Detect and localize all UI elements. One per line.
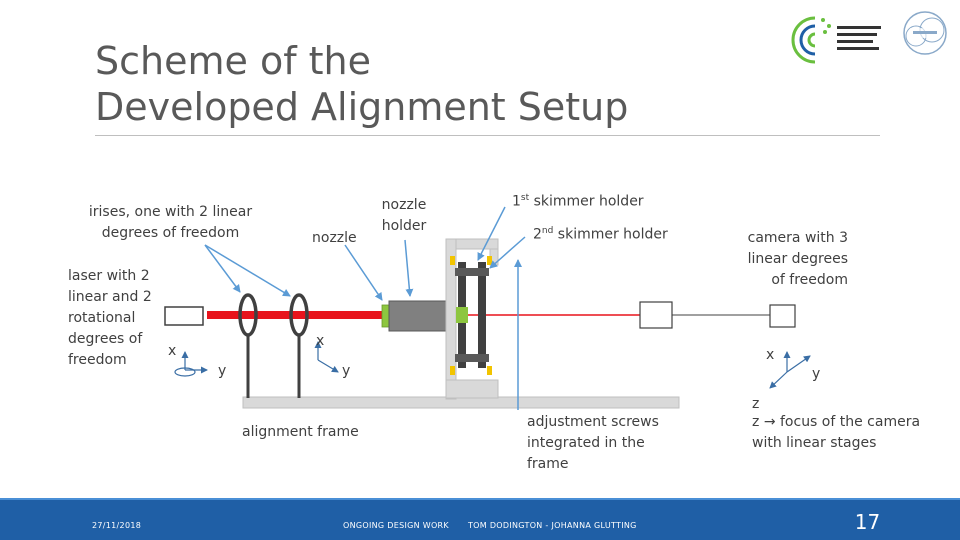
skimmer1-label: 1st skimmer holder	[512, 193, 644, 210]
axis-x-camera: x	[766, 347, 775, 363]
camera-label: camera with 3 linear degrees of freedom	[747, 230, 848, 288]
slide-title-line1: Scheme of the	[95, 39, 372, 83]
laser-beam-thick	[207, 311, 382, 319]
skimmer2-label: 2nd skimmer holder	[533, 226, 668, 243]
axis-x-laser: x	[168, 343, 177, 359]
axes-iris	[314, 341, 339, 373]
irises-label: irises, one with 2 linear degrees of fre…	[88, 204, 253, 241]
adjustment-screws-label: adjustment screws integrated in the fram…	[527, 414, 659, 472]
axis-y-iris: y	[342, 363, 351, 379]
nozzle-holder-label: nozzle holder	[381, 197, 427, 234]
footer-date: 27/11/2018	[92, 521, 142, 530]
axis-y-laser: y	[218, 363, 227, 379]
callout-arrows	[204, 206, 526, 410]
hochschule-logo-icon	[785, 8, 893, 68]
page-number: 17	[854, 510, 881, 534]
skimmer-plate-2	[478, 262, 486, 368]
axes-camera	[769, 351, 811, 389]
alignment-frame	[242, 396, 680, 409]
arrow-right-icon: →	[763, 414, 776, 430]
footer-accent	[0, 498, 960, 501]
z-axis-label: z	[752, 396, 760, 412]
camera-body	[639, 301, 673, 329]
slide-title: Scheme of the Developed Alignment Setup	[95, 38, 628, 130]
nozzle-label: nozzle	[312, 230, 357, 246]
axes-laser	[174, 351, 208, 377]
laser-label: laser with 2 linear and 2 rotational deg…	[68, 268, 152, 368]
footer-center: ONGOING DESIGN WORK	[343, 521, 449, 530]
alignment-frame-label: alignment frame	[242, 424, 359, 440]
laser-box	[164, 306, 204, 326]
title-divider	[95, 135, 880, 136]
nozzle-body	[388, 300, 448, 332]
axis-x-iris: x	[316, 333, 325, 349]
skimmer-holder-green	[456, 307, 468, 323]
footer-authors: TOM DODINGTON - JOHANNA GLUTTING	[468, 521, 637, 530]
axis-y-camera: y	[812, 366, 821, 382]
cern-logo-icon	[900, 8, 950, 58]
slide-title-line2: Developed Alignment Setup	[95, 85, 629, 129]
z-focus-label: z → focus of the camera with linear stag…	[752, 414, 921, 451]
camera-lens	[769, 304, 796, 328]
nozzle-tip	[381, 304, 390, 328]
footer-bar	[0, 500, 960, 540]
